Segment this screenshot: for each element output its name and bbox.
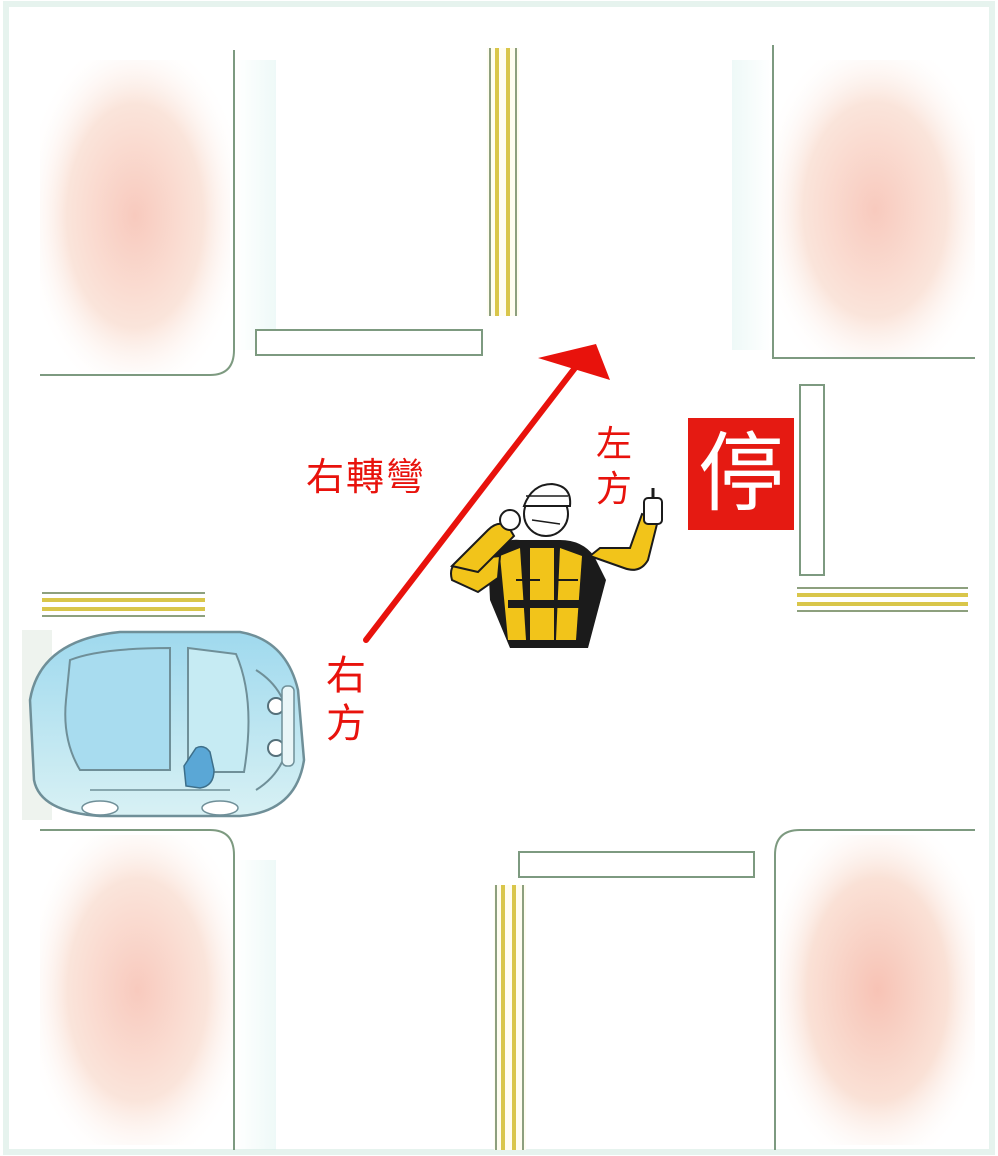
arrow-icon xyxy=(363,344,610,643)
corner-block-top-left xyxy=(40,50,235,376)
traffic-officer-icon xyxy=(450,482,663,648)
center-line-west xyxy=(42,592,205,617)
right-side-label: 右方 xyxy=(326,653,366,747)
stop-line-north xyxy=(255,329,483,356)
center-line-south xyxy=(494,885,526,1150)
center-line-east xyxy=(797,587,968,612)
right-turn-label: 右轉彎 xyxy=(306,455,427,499)
corner-block-bottom-right xyxy=(774,829,975,1150)
center-line-north xyxy=(487,48,519,316)
stop-sign-text: 停 xyxy=(698,424,784,524)
stop-line-east xyxy=(799,384,825,576)
left-side-label: 左方 xyxy=(596,424,633,510)
corner-block-top-right xyxy=(772,45,975,360)
car-icon xyxy=(28,630,306,818)
corner-block-bottom-left xyxy=(40,829,235,1150)
stop-sign: 停 xyxy=(688,418,794,530)
stop-line-south xyxy=(518,851,755,878)
